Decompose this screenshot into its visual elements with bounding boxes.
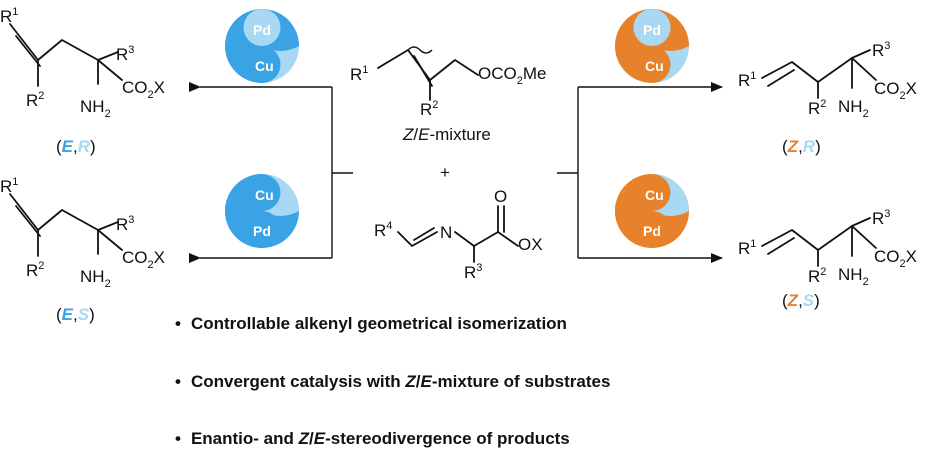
substrate-skeleton xyxy=(377,49,479,81)
product-zr: R1 R2 R3 CO2X NH2 (Z,R) xyxy=(738,40,917,156)
product-es-label: (E,S) xyxy=(56,305,95,324)
catalyst-top-label: Pd xyxy=(643,22,661,38)
left-arrows xyxy=(189,82,353,263)
product-zs-label: (Z,S) xyxy=(782,291,820,310)
product-co2x: CO2X xyxy=(122,248,165,271)
imine-ester-substrate: R4 N O OX R3 xyxy=(374,187,543,282)
double-bond-line xyxy=(413,55,433,87)
yinyang-top xyxy=(652,9,689,51)
catalyst-bottom-label: Cu xyxy=(255,58,274,74)
yinyang-top-fill xyxy=(652,174,689,211)
product-zr-label: (Z,R) xyxy=(782,137,821,156)
yinyang-top xyxy=(262,9,299,51)
product-r3: R3 xyxy=(116,214,134,234)
catalyst-pd-cu-orange-icon: Pd Cu xyxy=(615,9,689,83)
feature-bullet-1: •Controllable alkenyl geometrical isomer… xyxy=(175,314,567,333)
yinyang-left xyxy=(225,9,281,83)
catalyst-cu-pd-blue-icon: Cu Pd xyxy=(225,174,299,248)
product-skeleton xyxy=(761,49,871,83)
catalyst-bottom-label: Pd xyxy=(643,223,661,239)
product-skeleton xyxy=(9,23,119,61)
imine-r4: R4 xyxy=(374,220,392,240)
substrate-r1: R1 xyxy=(350,64,368,84)
product-er: R1 R2 R3 CO2X NH2 (E,R) xyxy=(0,6,165,156)
product-double-bond xyxy=(15,35,41,67)
product-nh2: NH2 xyxy=(80,267,111,290)
product-r2: R2 xyxy=(808,98,826,118)
substrate-r2: R2 xyxy=(420,99,438,119)
product-nh2: NH2 xyxy=(838,97,869,120)
product-co2x-bond xyxy=(97,59,123,81)
right-arrows xyxy=(557,82,723,263)
product-nh2: NH2 xyxy=(80,97,111,120)
product-co2x: CO2X xyxy=(874,247,917,270)
product-skeleton xyxy=(761,217,871,251)
product-nh2: NH2 xyxy=(838,265,869,288)
product-double-bond xyxy=(767,69,795,87)
product-r3: R3 xyxy=(116,44,134,64)
plus-sign: + xyxy=(440,163,450,182)
catalyst-top-label: Cu xyxy=(255,187,274,203)
yinyang-left xyxy=(225,174,281,248)
imine-ox: OX xyxy=(518,235,543,254)
product-r1: R1 xyxy=(738,238,756,258)
feature-bullet-3: •Enantio- and Z/E-stereodivergence of pr… xyxy=(175,429,570,448)
feature-bullet-2: •Convergent catalysis with Z/E-mixture o… xyxy=(175,372,610,391)
catalyst-bottom-label: Pd xyxy=(253,223,271,239)
product-double-bond xyxy=(15,205,41,237)
product-co2x-bond xyxy=(851,225,877,249)
product-co2x: CO2X xyxy=(122,78,165,101)
catalyst-top-label: Pd xyxy=(253,22,271,38)
wavy-bond xyxy=(407,46,433,54)
product-r3: R3 xyxy=(872,40,890,60)
product-r1: R1 xyxy=(738,70,756,90)
imine-r3: R3 xyxy=(464,262,482,282)
product-double-bond xyxy=(767,237,795,255)
catalyst-cu-pd-orange-icon: Cu Pd xyxy=(615,174,689,248)
imine-chain-2 xyxy=(454,231,519,247)
product-r2: R2 xyxy=(26,260,44,280)
product-r1: R1 xyxy=(0,6,18,26)
catalyst-pd-cu-blue-icon: Pd Cu xyxy=(225,9,299,83)
product-es: R1 R2 R3 CO2X NH2 (E,S) xyxy=(0,176,165,324)
catalyst-top-label: Cu xyxy=(645,187,664,203)
product-skeleton xyxy=(9,193,119,231)
yinyang-left xyxy=(615,9,671,83)
product-r1: R1 xyxy=(0,176,18,196)
catalyst-bottom-label: Cu xyxy=(645,58,664,74)
yinyang-top-fill xyxy=(262,174,299,211)
product-r3: R3 xyxy=(872,208,890,228)
product-er-label: (E,R) xyxy=(56,137,96,156)
imine-carbonyl-o: O xyxy=(494,187,507,206)
imine-chain-1 xyxy=(397,231,438,247)
substrate-ester: OCO2Me xyxy=(478,64,546,87)
allylic-carbonate-substrate: R1 R2 OCO2Me Z/E-mixture + xyxy=(350,46,546,182)
imine-double-bond xyxy=(413,227,435,241)
feature-list: •Controllable alkenyl geometrical isomer… xyxy=(175,314,610,448)
imine-n: N xyxy=(440,223,452,242)
substrate-mixture-label: Z/E-mixture xyxy=(402,125,491,144)
yinyang-left xyxy=(615,174,671,248)
product-zs: R1 R2 R3 CO2X NH2 (Z,S) xyxy=(738,208,917,310)
product-co2x-bond xyxy=(97,229,123,251)
product-r2: R2 xyxy=(808,266,826,286)
product-r2: R2 xyxy=(26,90,44,110)
product-co2x: CO2X xyxy=(874,79,917,102)
product-co2x-bond xyxy=(851,57,877,81)
